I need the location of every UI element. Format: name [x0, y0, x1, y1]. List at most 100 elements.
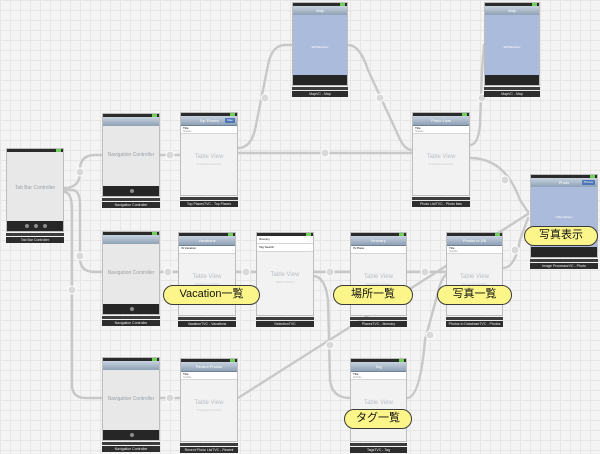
chevron-right-icon: › [232, 248, 233, 252]
cell-subtitle: Subtitle [353, 376, 362, 379]
tab-bar [531, 247, 597, 257]
prototype-cell[interactable]: IS Place › [351, 246, 406, 254]
scene-caption: VacationTVC - Vacations [178, 321, 236, 327]
nav-title: Top Places [199, 118, 219, 123]
prototype-cell[interactable]: Title Subtitle [447, 246, 502, 254]
scene-dock [102, 316, 160, 319]
scene-caption: Navigation Controller [102, 446, 160, 452]
scene-caption: MapVC - Map [292, 91, 348, 97]
cell-title: IS Place [353, 246, 365, 250]
scene-navigation-controller-2[interactable]: Navigation Controller Navigation Control… [102, 231, 160, 327]
status-bar [351, 359, 406, 362]
status-bar [257, 233, 313, 236]
scene-caption: Top PlacesTVC - Top Places [180, 201, 238, 207]
scene-caption: SelectionTVC [256, 321, 314, 327]
table-view-label: Table View [364, 274, 393, 280]
table-view: Title Subtitle Table View Prototype Cont… [181, 372, 237, 441]
cell-subtitle: Subtitle [183, 376, 192, 379]
table-view: Itinerary › Tag Search › Table View Stat… [257, 236, 313, 315]
tab-bar-title: Tab Bar Controller [14, 185, 56, 191]
map-button[interactable]: Map [225, 118, 235, 123]
tab-bar [7, 221, 63, 231]
nav-controller-screen: Navigation Controller [102, 113, 160, 197]
scene-navigation-controller-1[interactable]: Navigation Controller Navigation Control… [102, 113, 160, 209]
scene-photo-list[interactable]: Photo Lists Title Subtitle Table View Pr… [412, 112, 470, 208]
battery-icon [590, 175, 595, 178]
cell-title: Title [183, 372, 189, 376]
scene-caption: MapVC - Map [484, 91, 540, 97]
prototype-cell[interactable]: Title Subtitle [351, 372, 406, 380]
tab-item-icon [130, 189, 134, 193]
scene-map-1[interactable]: Map MKMapView MapVC - Map [292, 2, 348, 98]
table-view-label: Table View [426, 154, 456, 160]
navigation-bar: Top Places Map [181, 116, 237, 126]
nav-controller-title: Navigation Controller [107, 152, 155, 158]
status-bar [103, 114, 159, 117]
scene-map-2[interactable]: Map MKMapView MapVC - Map [484, 2, 540, 98]
scene-photos-in-place[interactable]: Photos in DB Title Subtitle Table View P… [446, 232, 503, 328]
chevron-right-icon: › [403, 248, 404, 252]
status-bar [179, 233, 235, 236]
cell-title: Title [183, 126, 189, 130]
top-places-screen: Top Places Map Title Subtitle Table View… [180, 112, 238, 196]
map-view-label: MKMapView [311, 45, 329, 49]
chevron-right-icon: › [310, 239, 311, 243]
cell-subtitle: Subtitle [415, 130, 424, 133]
prototype-cell[interactable]: Title Subtitle [181, 126, 237, 134]
navigation-bar: Photos in DB [447, 236, 502, 246]
nav-controller-body [103, 370, 159, 440]
scene-dock [180, 197, 238, 200]
tab-item-icon [130, 307, 134, 311]
status-bar [181, 359, 237, 362]
scene-caption: PlacesTVC - Itinerary [350, 321, 407, 327]
scene-caption: Photo ListTVC - Photo lists [412, 201, 470, 207]
scene-image-viewer[interactable]: Photo Photos UIScrollView Image Processo… [530, 174, 598, 270]
photo-list-screen: Photo Lists Title Subtitle Table View Pr… [412, 112, 470, 196]
navigation-bar: Recent Photos [181, 362, 237, 372]
table-view-sublabel: Static Content [275, 280, 295, 284]
photos-button[interactable]: Photos [581, 180, 595, 185]
scene-tab-bar-controller[interactable]: Tab Bar Controller Tab Bar Controller [6, 148, 64, 244]
scene-caption: Navigation Controller [102, 202, 160, 208]
table-view-sublabel: Prototype Content [462, 282, 487, 286]
scene-navigation-controller-3[interactable]: Navigation Controller Navigation Control… [102, 357, 160, 453]
scene-top-places[interactable]: Top Places Map Title Subtitle Table View… [180, 112, 238, 208]
tag-search-row[interactable]: Tag Search › [257, 244, 313, 252]
battery-icon [340, 3, 345, 6]
prototype-cell[interactable]: Title Subtitle [181, 372, 237, 380]
scene-tags[interactable]: Tag Title Subtitle Table View Prototype … [350, 358, 407, 454]
nav-controller-screen: Navigation Controller [102, 357, 160, 441]
scene-dock [256, 317, 314, 320]
itinerary-row[interactable]: Itinerary › [257, 236, 313, 244]
table-view-sublabel: Prototype Content [196, 408, 222, 412]
table-view-sublabel: Prototype Content [366, 282, 391, 286]
scene-itinerary[interactable]: Itinerary IS Place › Table View Prototyp… [350, 232, 407, 328]
tab-item-icon [25, 224, 29, 228]
table-view-sublabel: Prototype Content [196, 162, 222, 166]
table-view-sublabel: Prototype Content [194, 282, 220, 286]
scene-vacations[interactable]: Vacations IS Vacation › Table View Proto… [178, 232, 236, 328]
scene-recent-photos[interactable]: Recent Photos Title Subtitle Table View … [180, 358, 238, 454]
scene-dock [292, 87, 348, 90]
photos-in-place-screen: Photos in DB Title Subtitle Table View P… [446, 232, 503, 316]
battery-icon [532, 3, 537, 6]
cell-subtitle: Subtitle [183, 130, 192, 133]
scene-dock [530, 259, 598, 262]
status-bar [293, 3, 347, 6]
status-bar [447, 233, 502, 236]
scene-caption: Tab Bar Controller [6, 237, 64, 243]
scene-dock [350, 443, 407, 446]
prototype-cell[interactable]: IS Vacation › [179, 246, 235, 254]
nav-controller-body [103, 244, 159, 314]
callout-vacation-list: Vacation一覧 [163, 285, 260, 305]
battery-icon [56, 149, 61, 152]
scene-dock [412, 197, 470, 200]
table-view-label: Table View [364, 400, 393, 406]
cell-title: Title [415, 126, 421, 130]
scene-selection[interactable]: Itinerary › Tag Search › Table View Stat… [256, 232, 314, 328]
prototype-cell[interactable]: Title Subtitle [413, 126, 469, 134]
nav-title: Photo [558, 180, 570, 185]
map-view-label: MKMapView [503, 45, 521, 49]
status-bar [413, 113, 469, 116]
callout-photo-list: 写真一覧 [437, 285, 512, 305]
